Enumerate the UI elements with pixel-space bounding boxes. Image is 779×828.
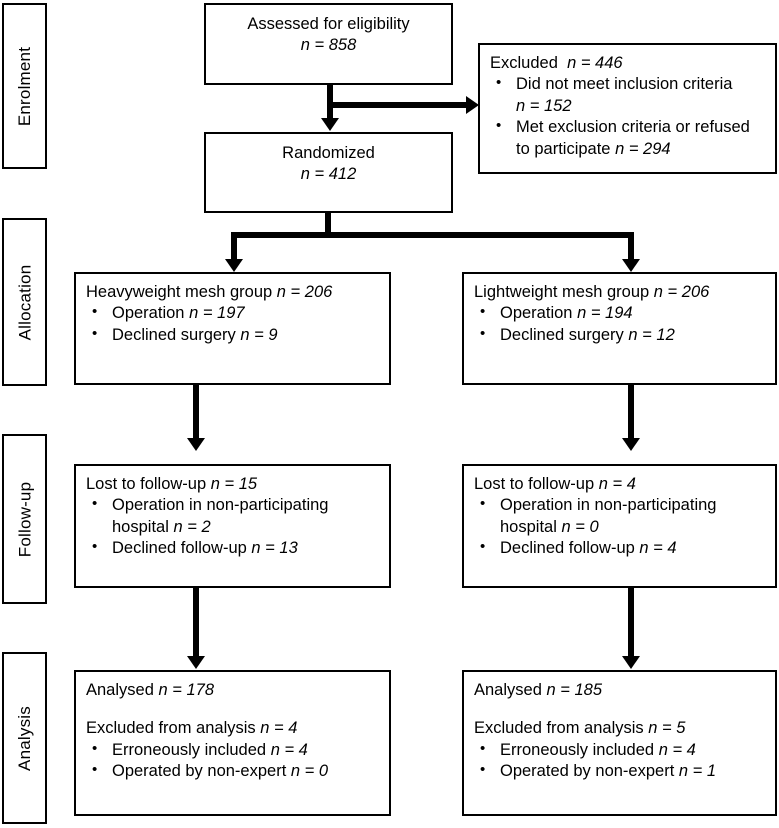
connector-right-allocation-to-followup <box>628 385 634 439</box>
stage-label-enrolment: Enrolment <box>15 46 34 126</box>
list-item: Met exclusion criteria or refused to par… <box>490 116 765 160</box>
stage-label-followup: Follow-up <box>15 481 34 557</box>
arrowhead-to-randomized <box>321 118 339 131</box>
list-item: Operated by non-expert n = 1 <box>474 760 765 782</box>
stage-box-analysis: Analysis <box>2 652 47 824</box>
box-excluded: Excluded n = 446 Did not meet inclusion … <box>478 43 777 174</box>
list-item: Operation n = 197 <box>86 302 379 324</box>
stage-box-enrolment: Enrolment <box>2 3 47 169</box>
box-allocation-heavyweight: Heavyweight mesh group n = 206 Operation… <box>74 272 391 385</box>
stage-label-analysis: Analysis <box>15 705 34 771</box>
analysis-right-excluded-heading: Excluded from analysis n = 5 <box>474 719 686 738</box>
connector-assessed-to-excluded <box>327 102 469 108</box>
box-randomized: Randomized n = 412 <box>204 132 453 213</box>
analysis-right-list: Erroneously included n = 4 Operated by n… <box>474 739 765 783</box>
box-followup-heavyweight: Lost to follow-up n = 15 Operation in no… <box>74 464 391 588</box>
arrowhead-to-left-allocation <box>225 259 243 272</box>
spacer <box>474 701 765 718</box>
connector-randomized-split-bar <box>231 232 634 238</box>
allocation-left-list: Operation n = 197 Declined surgery n = 9 <box>86 302 379 346</box>
followup-right-list: Operation in non-participating hospital … <box>474 494 765 559</box>
arrowhead-to-right-allocation <box>622 259 640 272</box>
assessed-count: n = 858 <box>300 36 357 55</box>
assessed-title: Assessed for eligibility <box>247 15 410 33</box>
arrowhead-to-excluded <box>466 96 479 114</box>
list-item: Declined surgery n = 9 <box>86 324 379 346</box>
excluded-heading: Excluded n = 446 <box>490 54 623 72</box>
list-item: Erroneously included n = 4 <box>474 739 765 761</box>
connector-left-followup-to-analysis <box>193 588 199 658</box>
list-item: Declined follow-up n = 4 <box>474 537 765 559</box>
arrowhead-to-left-analysis <box>187 656 205 669</box>
arrowhead-to-left-followup <box>187 438 205 451</box>
box-analysis-lightweight: Analysed n = 185 Excluded from analysis … <box>462 670 777 816</box>
allocation-right-list: Operation n = 194 Declined surgery n = 1… <box>474 302 765 346</box>
stage-box-allocation: Allocation <box>2 218 47 386</box>
connector-right-followup-to-analysis <box>628 588 634 658</box>
box-followup-lightweight: Lost to follow-up n = 4 Operation in non… <box>462 464 777 588</box>
spacer <box>86 701 379 718</box>
analysis-right-analysed: Analysed n = 185 <box>474 681 602 699</box>
stage-label-allocation: Allocation <box>15 264 34 340</box>
list-item: Declined follow-up n = 13 <box>86 537 379 559</box>
list-item: Operation in non-participating hospital … <box>474 494 765 538</box>
analysis-left-excluded-heading: Excluded from analysis n = 4 <box>86 719 298 738</box>
box-assessed-for-eligibility: Assessed for eligibility n = 858 <box>204 3 453 85</box>
list-item: Declined surgery n = 12 <box>474 324 765 346</box>
arrowhead-to-right-analysis <box>622 656 640 669</box>
allocation-left-heading: Heavyweight mesh group n = 206 <box>86 283 333 301</box>
randomized-count: n = 412 <box>300 165 357 184</box>
box-allocation-lightweight: Lightweight mesh group n = 206 Operation… <box>462 272 777 385</box>
list-item: Erroneously included n = 4 <box>86 739 379 761</box>
randomized-title: Randomized <box>282 144 375 162</box>
allocation-right-heading: Lightweight mesh group n = 206 <box>474 283 710 301</box>
list-item: Did not meet inclusion criteria n = 152 <box>490 73 765 117</box>
connector-randomized-to-left-arm <box>231 232 237 262</box>
connector-randomized-to-right-arm <box>628 232 634 262</box>
followup-right-heading: Lost to follow-up n = 4 <box>474 475 636 493</box>
arrowhead-to-right-followup <box>622 438 640 451</box>
connector-left-allocation-to-followup <box>193 385 199 439</box>
connector-randomized-stem <box>325 213 331 235</box>
list-item: Operated by non-expert n = 0 <box>86 760 379 782</box>
list-item: Operation in non-participating hospital … <box>86 494 379 538</box>
list-item: Operation n = 194 <box>474 302 765 324</box>
box-analysis-heavyweight: Analysed n = 178 Excluded from analysis … <box>74 670 391 816</box>
excluded-reason-list: Did not meet inclusion criteria n = 152 … <box>490 73 765 160</box>
analysis-left-analysed: Analysed n = 178 <box>86 681 214 699</box>
analysis-left-list: Erroneously included n = 4 Operated by n… <box>86 739 379 783</box>
followup-left-heading: Lost to follow-up n = 15 <box>86 475 258 493</box>
followup-left-list: Operation in non-participating hospital … <box>86 494 379 559</box>
stage-box-followup: Follow-up <box>2 434 47 604</box>
